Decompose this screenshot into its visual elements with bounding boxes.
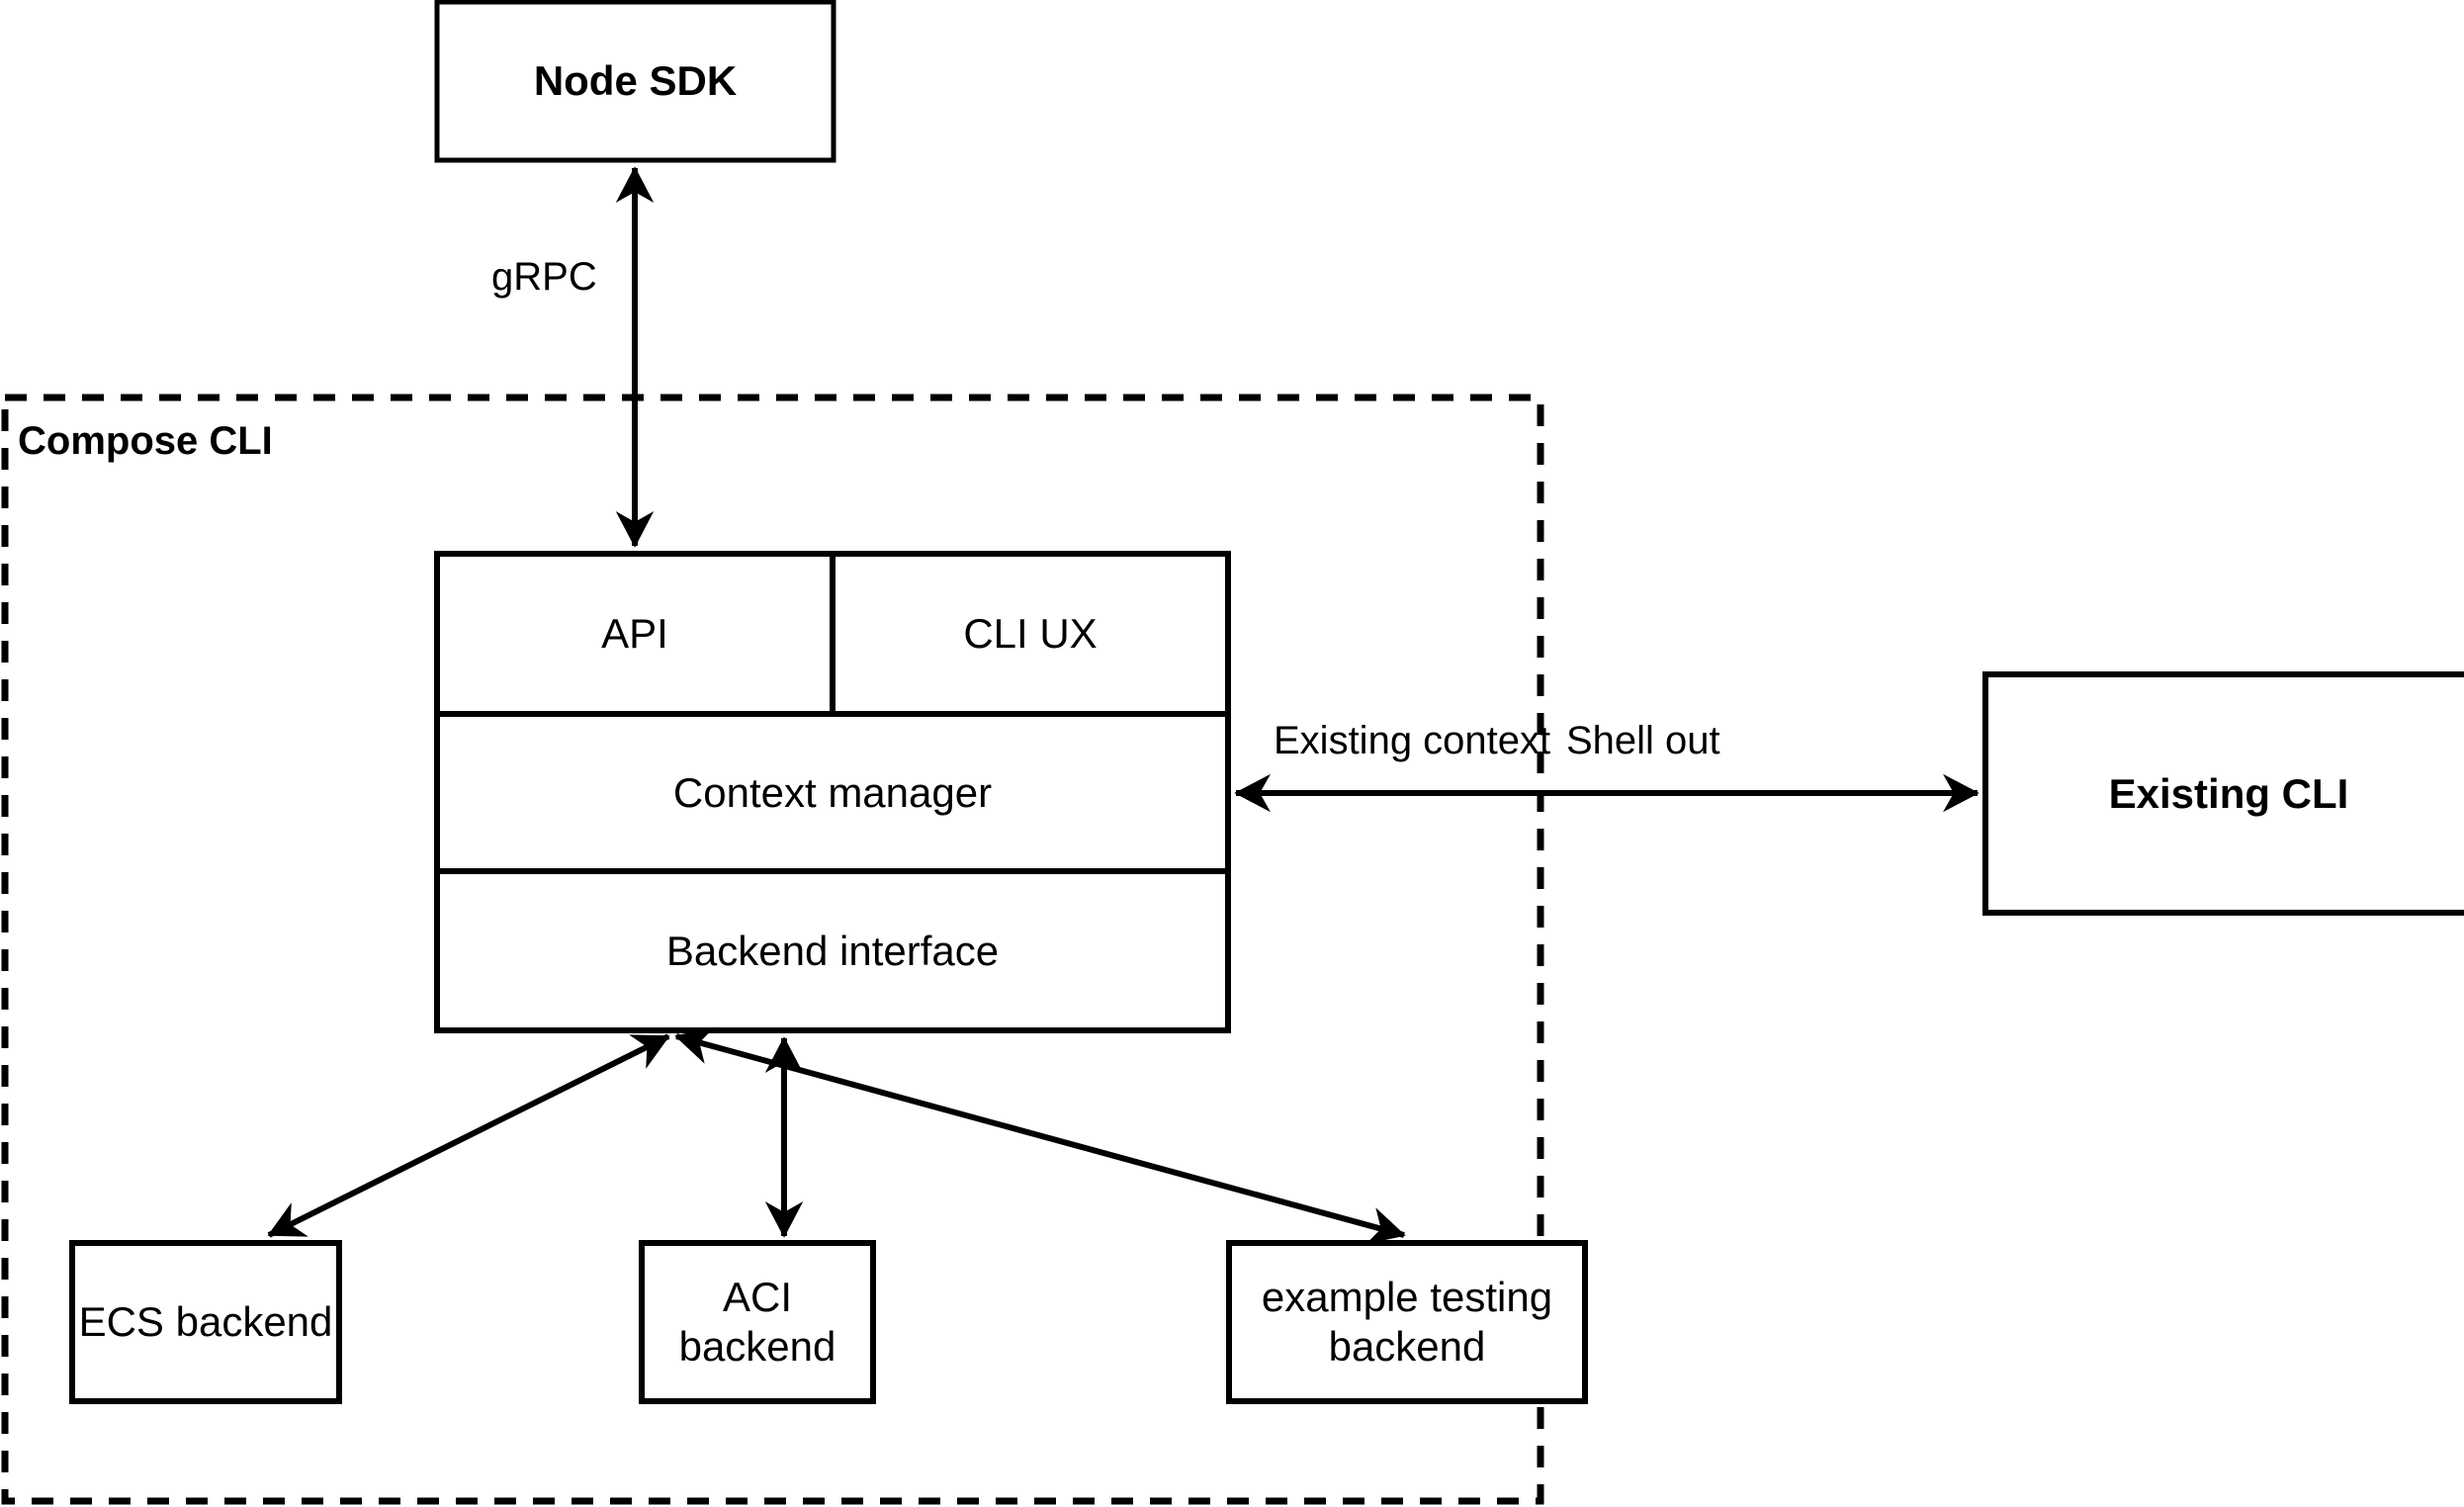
existing-context-edge-label: Existing context (1274, 719, 1551, 762)
cli-ux-label: CLI UX (963, 610, 1098, 658)
ecs-backend-label: ECS backend (78, 1298, 333, 1346)
compose-cli-group-label: Compose CLI (18, 419, 273, 463)
backend-interface-label: Backend interface (665, 927, 1000, 974)
shell-out-edge-label: Shell out (1566, 719, 1720, 762)
context-manager-label: Context manager (672, 768, 993, 816)
ecs-backend-connector (267, 1033, 670, 1238)
example-testing-backend-connector (674, 1026, 1406, 1245)
aci-backend-label: ACI backend (678, 1274, 836, 1370)
existing-cli-label: Existing CLI (2108, 769, 2349, 817)
grpc-edge-label: gRPC (491, 255, 597, 299)
node-sdk-label: Node SDK (533, 57, 738, 105)
api-label: API (601, 610, 668, 658)
example-testing-backend-label: example testing backend (1261, 1274, 1553, 1370)
